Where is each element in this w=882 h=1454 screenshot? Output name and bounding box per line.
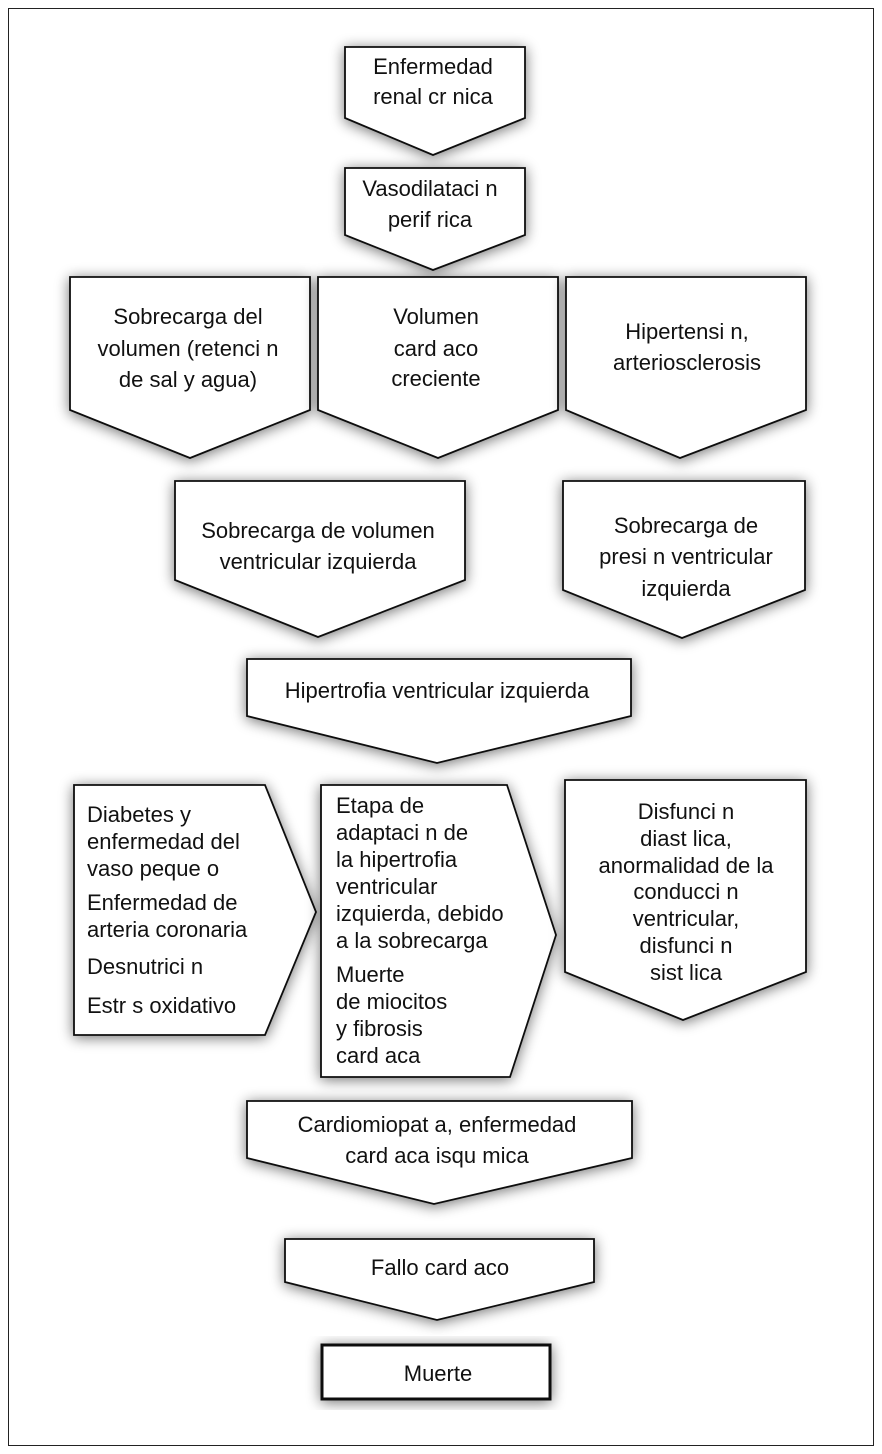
node-shape [565,276,807,459]
node-label-line: izquierda [641,576,731,601]
node-sobrecarga-volumen: Sobrecarga del volumen (retenci n de sal y… [69,276,311,459]
node-label-line: Sobrecarga de [614,513,758,538]
node-shape [73,784,317,1036]
node-label-line: arteria coronaria [87,917,248,942]
node-label-line: perif rica [388,207,473,232]
node-shape [246,1100,633,1205]
node-label-line: Fallo card aco [371,1255,509,1280]
node-label-line: presi n ventricular [599,544,773,569]
node-label-line: ventricular izquierda [220,549,418,574]
node-label-line: Muerte [404,1361,472,1386]
node-label-line: Vasodilataci n [362,176,497,201]
node-shape [320,1343,552,1401]
node-shape [562,480,806,639]
node-sobrecarga-volumen-vi: Sobrecarga de volumen ventricular izquier… [174,480,466,638]
node-label-line: card aca isqu mica [345,1143,529,1168]
node-label-line: la hipertrofia [336,847,458,872]
node-hipertension: Hipertensi n, arteriosclerosis [565,276,807,459]
node-label-line: conducci n [633,879,738,904]
node-label-line: Diabetes y [87,802,191,827]
node-label-line: Enfermedad de [87,890,237,915]
node-shape [564,779,807,1021]
node-shape [246,658,632,764]
node-label-line: Sobrecarga del [113,304,262,329]
node-label-line: Hipertrofia ventricular izquierda [285,678,590,703]
node-label-line: Disfunci n [638,799,735,824]
node-volumen-cardiaco: Volumen card aco creciente [317,276,559,459]
node-label-line: arteriosclerosis [613,350,761,375]
node-muerte: Muerte [320,1343,552,1401]
node-label-line: Cardiomiopat a, enfermedad [298,1112,577,1137]
node-cardiomiopatia: Cardiomiopat a, enfermedad card aca isqu … [246,1100,633,1205]
node-label-line: creciente [391,366,480,391]
node-shape [174,480,466,638]
node-shape [284,1238,595,1321]
node-shape [69,276,311,459]
node-label-line: Etapa de [336,793,424,818]
node-label-line: diast lica, [640,826,732,851]
node-label-line: disfunci n [640,933,733,958]
node-label-line: Enfermedad [373,54,493,79]
node-label-line: de sal y agua) [119,367,257,392]
node-label-line: izquierda, debido [336,901,504,926]
node-label-line: sist lica [650,960,723,985]
node-label-line: adaptaci n de [336,820,468,845]
node-label-line: ventricular, [633,906,739,931]
node-label-line: Estr s oxidativo [87,993,236,1018]
node-label-line: de miocitos [336,989,447,1014]
node-enfermedad-renal: Enfermedad renal cr nica [344,46,526,156]
node-hipertrofia-vi: Hipertrofia ventricular izquierda [246,658,632,764]
node-label-line: Muerte [336,962,404,987]
node-shape [344,167,526,271]
node-label-line: enfermedad del [87,829,240,854]
node-shape [344,46,526,156]
node-sobrecarga-presion-vi: Sobrecarga de presi n ventricular izquierd… [562,480,806,639]
node-label-line: y fibrosis [336,1016,423,1041]
node-shape [320,784,557,1078]
node-label-line: volumen (retenci n [98,336,279,361]
node-label-line: card aco [394,336,478,361]
node-label-line: Desnutrici n [87,954,203,979]
node-label-line: renal cr nica [373,84,494,109]
node-shape [317,276,559,459]
node-label-line: card aca [336,1043,421,1068]
node-label-line: a la sobrecarga [336,928,488,953]
node-vasodilatacion: Vasodilataci n perif rica [344,167,526,271]
node-label-line: ventricular [336,874,437,899]
node-label-line: Volumen [393,304,479,329]
node-label-line: vaso peque o [87,856,219,881]
node-label-line: anormalidad de la [599,853,775,878]
node-label-line: Hipertensi n, [625,319,749,344]
node-fallo-cardiaco: Fallo card aco [284,1238,595,1321]
node-label-line: Sobrecarga de volumen [201,518,435,543]
